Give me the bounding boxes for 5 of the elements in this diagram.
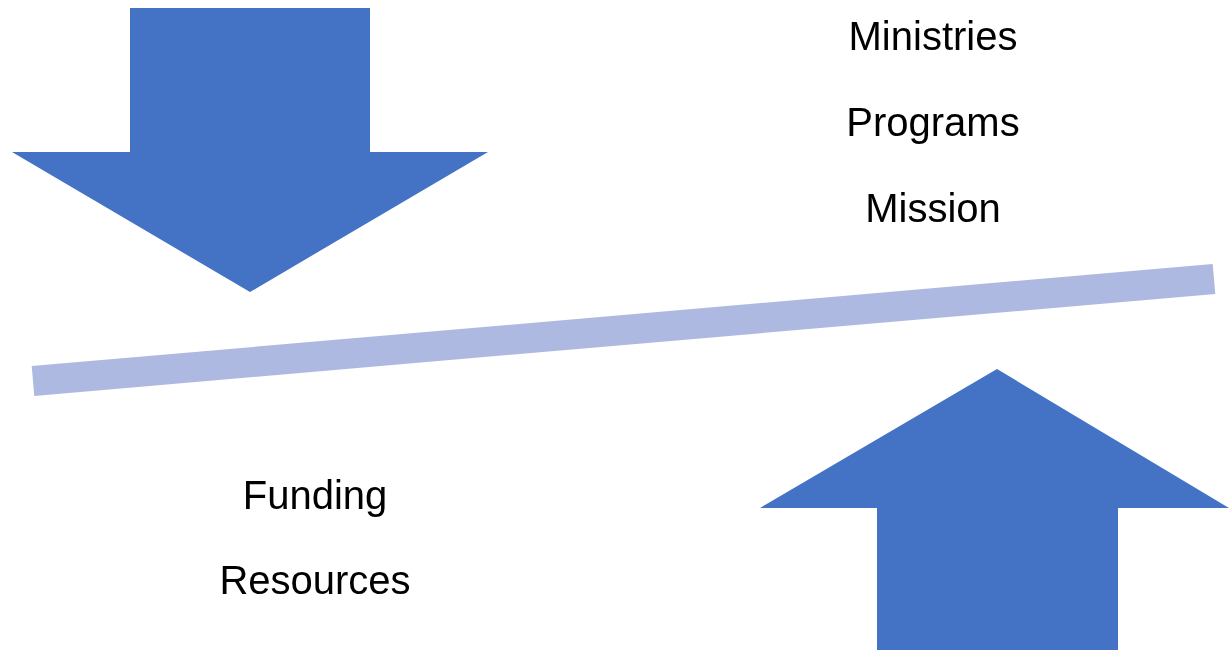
label-text: Resources [219, 558, 411, 602]
label-text: Ministries [848, 14, 1018, 58]
label-text: Mission [865, 186, 1001, 230]
label-text: Funding [242, 473, 388, 517]
label-text: Programs [846, 100, 1020, 144]
